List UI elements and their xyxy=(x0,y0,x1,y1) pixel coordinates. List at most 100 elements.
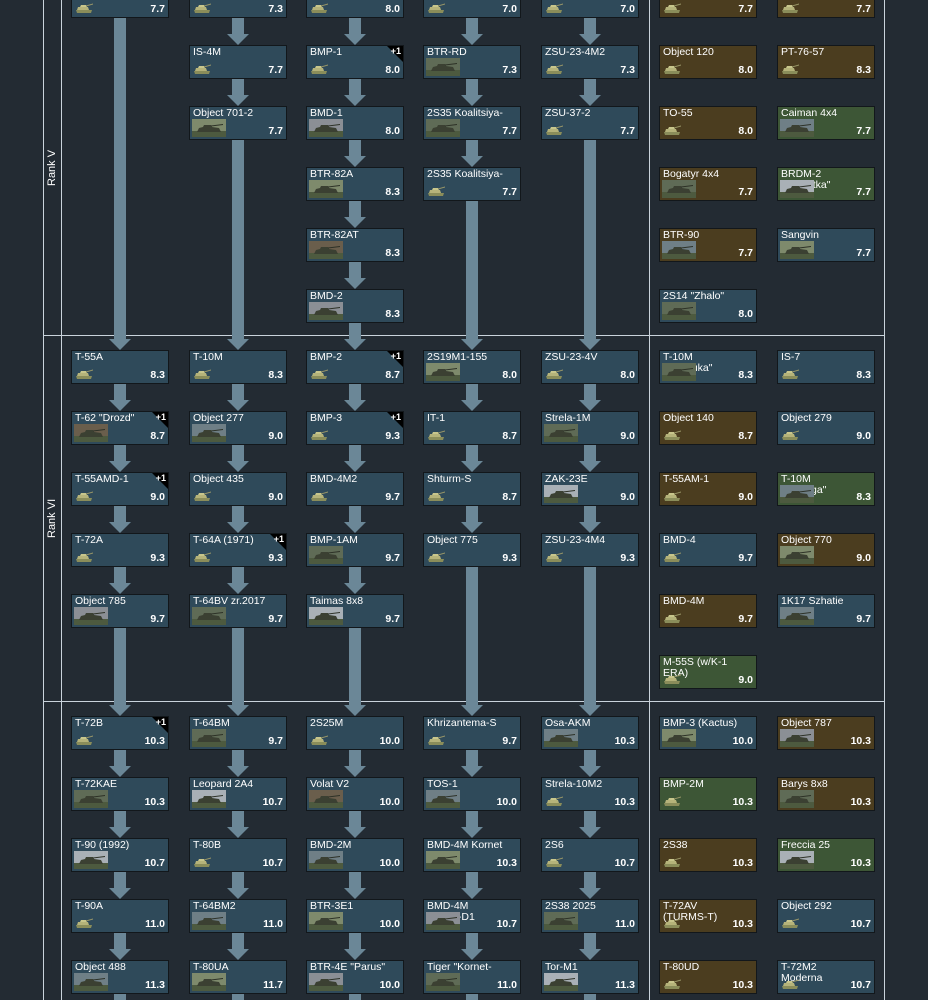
vehicle-card[interactable]: BRDM-2 "Malyutka"7.7 xyxy=(777,167,875,201)
vehicle-card[interactable]: BTR-4E "Parus"10.0 xyxy=(306,960,404,994)
vehicle-card[interactable]: 2S35 Koalitsiya-7.7 xyxy=(423,167,521,201)
tree-arrow xyxy=(461,827,483,838)
vehicle-card[interactable]: T-10M "Falanga"8.3 xyxy=(777,472,875,506)
vehicle-card[interactable]: M-55S (w/K-1 ERA)9.0 xyxy=(659,655,757,689)
vehicle-card[interactable]: BMD-4M Kornet-D110.7 xyxy=(423,899,521,933)
vehicle-card[interactable]: 7.3 xyxy=(189,0,287,18)
tree-arrow xyxy=(344,156,366,167)
tank-icon xyxy=(426,549,446,564)
vehicle-card[interactable]: BMP-3 (Kactus)10.0 xyxy=(659,716,757,750)
vehicle-card[interactable]: 2S14 "Zhalo"8.0 xyxy=(659,289,757,323)
vehicle-card[interactable]: T-90 (1992)10.7 xyxy=(71,838,169,872)
vehicle-card[interactable]: 7.7 xyxy=(777,0,875,18)
vehicle-card[interactable]: T-64A (1971)9.3+1 xyxy=(189,533,287,567)
vehicle-card[interactable]: 7.0 xyxy=(423,0,521,18)
vehicle-card[interactable]: Tiger "Kornet-EM"11.0 xyxy=(423,960,521,994)
vehicle-card[interactable]: T-10M "Matlyuka"8.3 xyxy=(659,350,757,384)
vehicle-card[interactable]: 2S35 Koalitsiya-SV7.7 xyxy=(423,106,521,140)
vehicle-card[interactable]: T-72AV (TURMS-T)10.3 xyxy=(659,899,757,933)
vehicle-card[interactable]: 7.7 xyxy=(659,0,757,18)
vehicle-card[interactable]: 7.7 xyxy=(71,0,169,18)
vehicle-card[interactable]: 7.0 xyxy=(541,0,639,18)
vehicle-card[interactable]: 8.0 xyxy=(306,0,404,18)
vehicle-card[interactable]: T-62 "Drozd"8.7+1 xyxy=(71,411,169,445)
vehicle-card[interactable]: Leopard 2A4 (ERA)10.7 xyxy=(189,777,287,811)
